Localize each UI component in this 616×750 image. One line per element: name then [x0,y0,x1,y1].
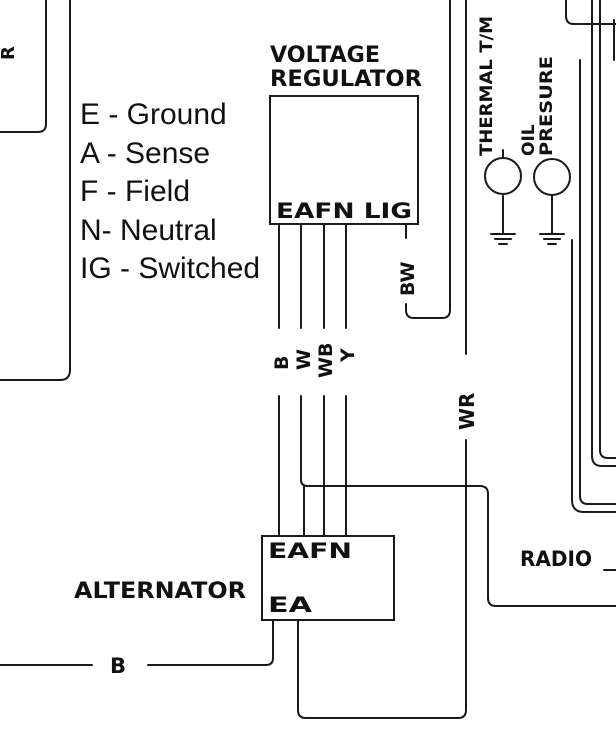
alternator-terminals-bottom: EA [268,593,313,617]
harness-line-2 [579,59,616,505]
legend-item-ground: E - Ground [80,98,227,131]
wire-label-y: Y [337,348,359,363]
oil-label-line2: PRESURE [537,56,557,156]
alternator-label: ALTERNATOR [74,579,246,604]
radio-label: RADIO [520,547,592,571]
oil-pressure-gauge [533,158,571,196]
wire-reg-ig [405,0,451,319]
terminal-legend: E - Ground A - Sense F - Field N- Neutra… [80,96,260,289]
alternator-box [261,535,395,621]
ground-symbol-oil [539,233,565,245]
wire-label-bw: BW [397,262,419,296]
wire-label-w: W [293,349,315,370]
harness-line-4 [599,0,616,459]
regulator-title-line1: VOLTAGE [270,43,380,68]
legend-item-field: F - Field [80,175,191,208]
wire-left-upper [0,0,47,133]
alternator-terminals-top: EAFN [268,539,352,563]
regulator-terminals: EAFN LIG [276,199,412,223]
harness-line-1 [571,239,616,513]
legend-item-switched: IG - Switched [80,252,261,285]
voltage-regulator-box [269,95,419,225]
wire-label-wr: WR [455,393,479,430]
ground-symbol-thermal [490,233,516,245]
harness-line-3 [591,0,616,467]
legend-item-sense: A - Sense [80,136,211,170]
thermal-gauge [484,157,522,195]
wire-label-wb: WB [315,343,337,378]
oil-label-line1: OIL [519,124,539,156]
wire-alt-a [300,395,616,607]
regulator-title-line2: REGULATOR [270,67,422,92]
wire-label-b: B [271,356,293,370]
wire-label-b-bottom: B [110,654,126,678]
wire-label-r: R [0,46,19,60]
thermal-label: THERMAL T/M [477,16,497,156]
wire-alt-output [297,0,467,719]
legend-item-neutral: N- Neutral [80,213,217,247]
wire-alt-ground [0,619,274,666]
wire-left-lower [0,0,71,381]
harness-corner [565,0,616,25]
